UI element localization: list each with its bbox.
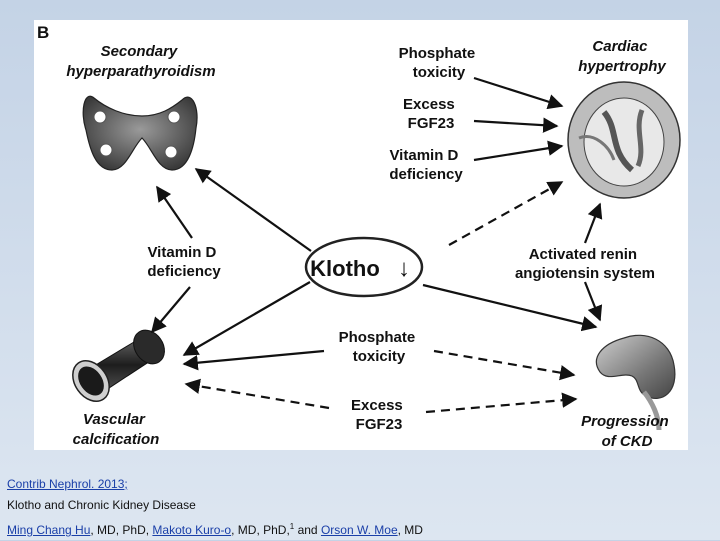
arrow-vitd-to-vessel: [151, 286, 191, 334]
left-vitd-label: Vitamin D deficiency: [147, 244, 221, 280]
author-link-moe[interactable]: Orson W. Moe: [320, 523, 398, 537]
arrow-vitd-to-parathyroid: [156, 185, 193, 239]
bottom-fgf23-label: Excess FGF23: [351, 397, 407, 433]
arrow-raas-to-kidney: [583, 281, 603, 322]
arrow-phosphate-to-heart: [473, 76, 564, 110]
cardiac-hypertrophy-label: Cardiac hypertrophy: [578, 38, 666, 75]
arrow-phosphate-to-vessel: [182, 349, 325, 371]
ckd-line2: of CKD: [602, 433, 653, 450]
caption-line-journal: Contrib Nephrol. 2013;: [7, 474, 707, 495]
arrow-klotho-to-kidney: [422, 283, 598, 332]
arrow-raas-to-heart: [583, 202, 603, 244]
article-title: Klotho and Chronic Kidney Disease: [7, 498, 196, 512]
arrow-klotho-to-parathyroid: [194, 168, 312, 252]
calcified-vessel-image: [72, 329, 166, 402]
bottom-phosphate-label: Phosphate toxicity: [339, 329, 420, 365]
arrow-fgf23-to-kidney-dashed: [425, 392, 578, 414]
author-link-kuro-o[interactable]: Makoto Kuro-o: [152, 523, 232, 537]
author2-degrees: , MD, PhD,: [231, 523, 290, 537]
vascular-line2: calcification: [73, 431, 160, 448]
arrow-vitd-to-heart: [473, 140, 564, 162]
klotho-down-arrow: ↓: [398, 255, 410, 282]
panel-letter: B: [37, 23, 49, 42]
ckd-line1: Progression: [581, 413, 669, 430]
heart-cross-section-image: [567, 81, 681, 199]
author-link-hu[interactable]: Ming Chang Hu: [7, 523, 91, 537]
secondary-hpt-line1: Secondary: [101, 43, 178, 60]
cardiac-line2: hypertrophy: [578, 58, 666, 75]
arrow-klotho-to-vessel: [182, 281, 311, 356]
klotho-label: Klotho: [310, 256, 380, 281]
top-phosphate-label: Phosphate toxicity: [399, 45, 480, 81]
vascular-line1: Vascular: [83, 411, 146, 428]
klotho-center-node: Klotho ↓: [304, 236, 424, 298]
progression-ckd-label: Progression of CKD: [581, 413, 673, 450]
affiliation-superscript: 1: [289, 522, 295, 531]
cardiac-line1: Cardiac: [592, 38, 648, 55]
author1-degrees: , MD, PhD,: [90, 523, 153, 537]
journal-link[interactable]: Contrib Nephrol. 2013;: [7, 477, 128, 491]
figure-panel: B Secondary hyperparathyroidism Cardiac …: [34, 20, 688, 450]
arrow-fgf23-to-vessel-dashed: [184, 378, 330, 410]
caption-line-authors: Ming Chang Hu, MD, PhD, Makoto Kuro-o, M…: [7, 516, 707, 541]
secondary-hpt-line2: hyperparathyroidism: [66, 63, 215, 80]
vascular-calcification-label: Vascular calcification: [73, 411, 160, 448]
klotho-diagram: B Secondary hyperparathyroidism Cardiac …: [37, 23, 681, 450]
author3-degrees: , MD: [397, 523, 423, 537]
author-joiner: and: [294, 523, 321, 537]
citation-caption: Contrib Nephrol. 2013; Klotho and Chroni…: [7, 474, 707, 541]
parathyroid-gland-image: [82, 95, 198, 171]
arrow-phosphate-to-kidney-dashed: [433, 349, 576, 381]
kidney-image: [595, 334, 676, 431]
secondary-hpt-label: Secondary hyperparathyroidism: [66, 43, 215, 80]
top-vitd-label: Vitamin D deficiency: [389, 147, 463, 183]
top-fgf23-label: Excess FGF23: [403, 96, 459, 132]
arrow-fgf23-to-heart: [473, 117, 559, 133]
right-raas-label: Activated renin angiotensin system: [515, 246, 655, 282]
arrow-klotho-to-heart-dashed: [448, 181, 564, 246]
